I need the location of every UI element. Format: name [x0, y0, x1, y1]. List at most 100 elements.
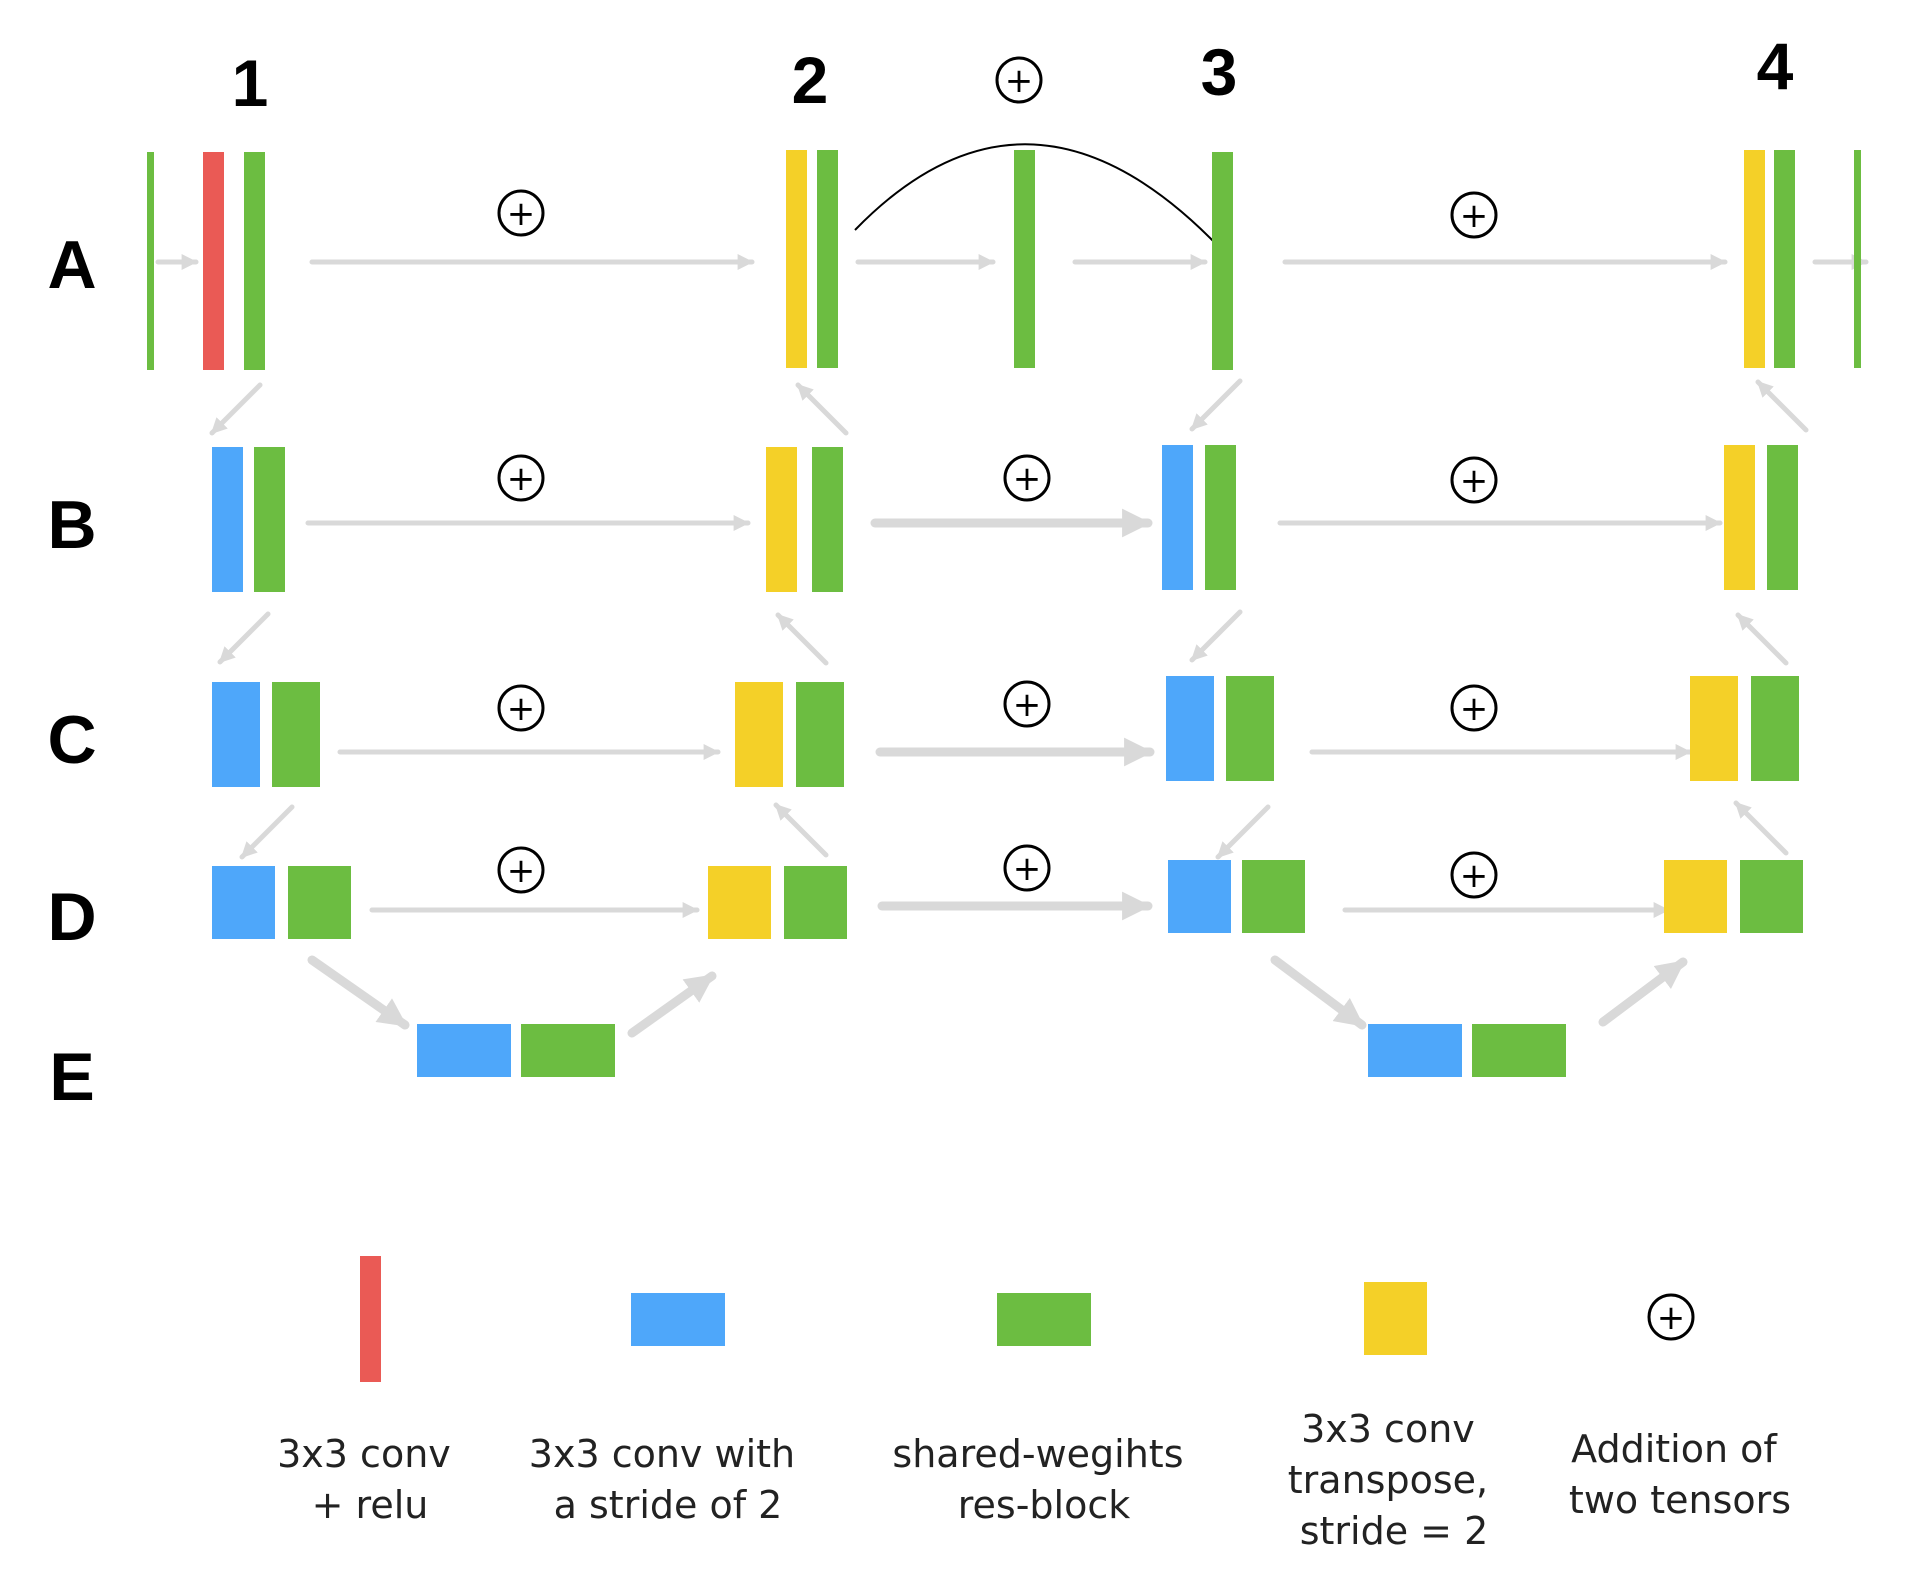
d4-conv-transpose: [1664, 860, 1727, 933]
legend-line: 3x3 conv: [1301, 1407, 1475, 1451]
legend-line: Addition of: [1571, 1427, 1778, 1471]
d2-conv-transpose: [708, 866, 771, 939]
legend-line: stride = 2: [1300, 1509, 1489, 1553]
c1-conv-stride: [212, 682, 260, 787]
legend-add-icon: +: [1647, 1293, 1695, 1341]
d1-res-block: [288, 866, 351, 939]
add-symbol: +: [1013, 849, 1042, 889]
arrow-up-2-ba: [795, 382, 849, 436]
arrow-down-1-bc: [217, 611, 271, 665]
arrow-down-3-bc: [1189, 609, 1243, 663]
legend-conv-transpose-label: 3x3 conv transpose, stride = 2: [1288, 1407, 1500, 1553]
legend-line: 3x3 conv with: [529, 1432, 795, 1476]
legend: + 3x3 conv + relu 3x3 conv with a stride…: [277, 1256, 1791, 1553]
skip-connection-arc: [854, 143, 1221, 249]
legend-line: shared-wegihts: [892, 1432, 1183, 1476]
add-symbol: +: [1460, 196, 1489, 236]
legend-conv-relu-label: 3x3 conv + relu: [277, 1432, 463, 1527]
arrow-down-3-ab: [1189, 378, 1243, 432]
addition-symbols: + + + + + + + + + + + +: [497, 56, 1498, 899]
column-label-2: 2: [792, 43, 829, 117]
row-label-e: E: [49, 1039, 94, 1115]
add-icon: +: [497, 189, 545, 237]
a4-conv-transpose: [1744, 150, 1765, 368]
add-symbol: +: [507, 689, 536, 729]
add-icon: +: [1450, 684, 1498, 732]
d3-res-block: [1242, 860, 1305, 933]
e2-conv-stride: [1368, 1024, 1462, 1077]
a4-res-block: [1774, 150, 1795, 368]
row-label-d: D: [47, 879, 96, 955]
b4-res-block: [1767, 445, 1798, 590]
arrow-up-4-dc: [1733, 800, 1789, 856]
b3-conv-stride: [1162, 445, 1193, 590]
arrow-up-4-ba: [1755, 379, 1809, 433]
a1-res-block: [244, 152, 265, 370]
arrow-down-1-ab: [209, 382, 263, 436]
legend-res-block-label: shared-wegihts res-block: [892, 1432, 1195, 1527]
a2-res-block: [817, 150, 838, 368]
d2-res-block: [784, 866, 847, 939]
c4-res-block: [1751, 676, 1799, 781]
arrow-down-3-cd: [1215, 804, 1271, 860]
add-symbol: +: [507, 459, 536, 499]
d3-conv-stride: [1168, 860, 1231, 933]
legend-line: a stride of 2: [554, 1483, 783, 1527]
d4-res-block: [1740, 860, 1803, 933]
a3-res-block: [1212, 152, 1233, 370]
d1-conv-stride: [212, 866, 275, 939]
c2-conv-transpose: [735, 682, 783, 787]
legend-line: transpose,: [1288, 1458, 1488, 1502]
add-symbol: +: [507, 851, 536, 891]
add-icon: +: [1003, 844, 1051, 892]
arrows: [155, 253, 1869, 1038]
add-symbol: +: [1005, 61, 1034, 101]
row-label-a: A: [47, 227, 96, 303]
arrow-up-4-ed: [1598, 957, 1688, 1027]
c4-conv-transpose: [1690, 676, 1738, 781]
legend-line: + relu: [312, 1483, 429, 1527]
arrow-up-2-cb: [775, 612, 829, 666]
row-labels: A B C D E: [47, 227, 96, 1115]
c2-res-block: [796, 682, 844, 787]
add-symbol: +: [1013, 685, 1042, 725]
arrow-down-1-cd: [239, 804, 295, 860]
arrow-down-1-de: [307, 955, 410, 1030]
c1-res-block: [272, 682, 320, 787]
legend-conv-relu-swatch: [360, 1256, 381, 1382]
add-icon: +: [1450, 191, 1498, 239]
b2-conv-transpose: [766, 447, 797, 592]
legend-addition-label: Addition of two tensors: [1569, 1427, 1791, 1522]
b1-res-block: [254, 447, 285, 592]
e2-res-block: [1472, 1024, 1566, 1077]
a2-conv-transpose: [786, 150, 807, 368]
arrow-up-4-cb: [1735, 612, 1789, 666]
row-label-c: C: [47, 702, 96, 778]
blocks: [147, 150, 1861, 1077]
add-icon: +: [497, 846, 545, 894]
b4-conv-transpose: [1724, 445, 1755, 590]
add-icon: +: [1450, 851, 1498, 899]
column-labels: 1 2 3 4: [232, 29, 1794, 120]
legend-line: two tensors: [1569, 1478, 1791, 1522]
column-label-3: 3: [1201, 35, 1238, 109]
a-input-res-block: [147, 152, 154, 370]
add-icon: +: [1003, 454, 1051, 502]
legend-add-symbol: +: [1657, 1298, 1686, 1338]
legend-line: 3x3 conv: [277, 1432, 451, 1476]
column-label-1: 1: [232, 46, 269, 120]
legend-conv-stride-swatch: [631, 1293, 725, 1346]
add-symbol: +: [1460, 689, 1489, 729]
legend-res-block-swatch: [997, 1293, 1091, 1346]
row-label-b: B: [47, 487, 96, 563]
a-output-res-block: [1854, 150, 1861, 368]
add-icon: +: [995, 56, 1043, 104]
add-icon: +: [497, 454, 545, 502]
legend-conv-transpose-swatch: [1364, 1282, 1427, 1355]
add-symbol: +: [1460, 856, 1489, 896]
e1-res-block: [521, 1024, 615, 1077]
c3-res-block: [1226, 676, 1274, 781]
add-icon: +: [497, 684, 545, 732]
add-symbol: +: [1013, 459, 1042, 499]
b1-conv-stride: [212, 447, 243, 592]
